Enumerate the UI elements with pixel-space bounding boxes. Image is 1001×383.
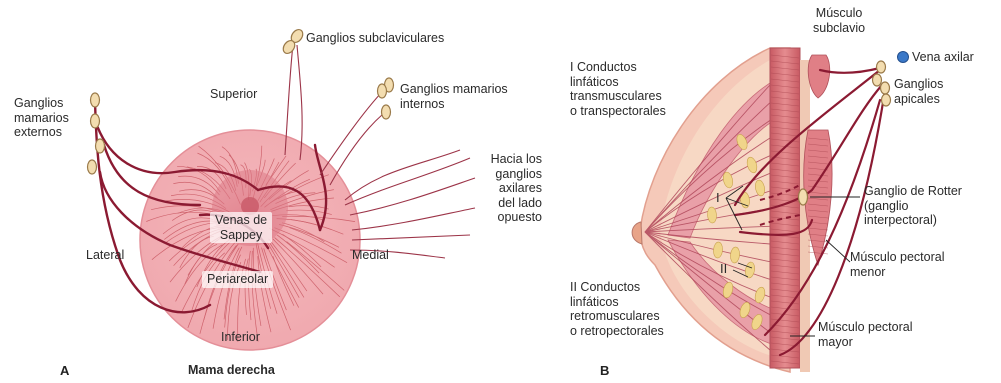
label-subclavius: Músculo subclavio (813, 6, 865, 35)
marker-roman-ii: II (720, 262, 727, 277)
rotter-node (799, 189, 808, 205)
subclavicular-nodes (281, 27, 305, 55)
label-internal-mammary-nodes: Ganglios mamarios internos (400, 82, 508, 111)
label-periareolar: Periareolar (202, 271, 273, 288)
label-pectoralis-major: Músculo pectoral mayor (818, 320, 913, 349)
apical-nodes (873, 61, 891, 106)
label-medial: Medial (352, 248, 389, 263)
label-retropectoral-ducts: II Conductos linfáticos retromusculares … (570, 280, 664, 338)
label-inferior: Inferior (221, 330, 260, 345)
label-apical-nodes: Ganglios apicales (894, 77, 943, 106)
panel-letter-b: B (600, 363, 609, 378)
panel-letter-a: A (60, 363, 69, 378)
label-rotter-node: Ganglio de Rotter (ganglio interpectoral… (864, 184, 962, 228)
caption-right-breast: Mama derecha (188, 363, 275, 378)
subclavius-muscle (808, 55, 830, 98)
internal-mammary-nodes (378, 78, 394, 119)
panel-a-breast-frontal (88, 27, 476, 350)
label-subclavicular-nodes: Ganglios subclaviculares (306, 31, 444, 46)
axillary-vein-dot (898, 52, 909, 63)
label-axillary-vein: Vena axilar (912, 50, 974, 65)
label-pectoralis-minor: Músculo pectoral menor (850, 250, 945, 279)
label-transpectoral-ducts: I Conductos linfáticos transmusculares o… (570, 60, 666, 118)
label-lateral: Lateral (86, 248, 124, 263)
marker-roman-i: I (716, 191, 720, 206)
label-sappey-veins: Venas de Sappey (210, 212, 272, 243)
label-external-mammary-nodes: Ganglios mamarios externos (14, 96, 69, 140)
nipple-profile (632, 222, 642, 244)
label-contralateral-axillary: Hacia los ganglios axilares del lado opu… (470, 152, 542, 225)
label-superior: Superior (210, 87, 257, 102)
